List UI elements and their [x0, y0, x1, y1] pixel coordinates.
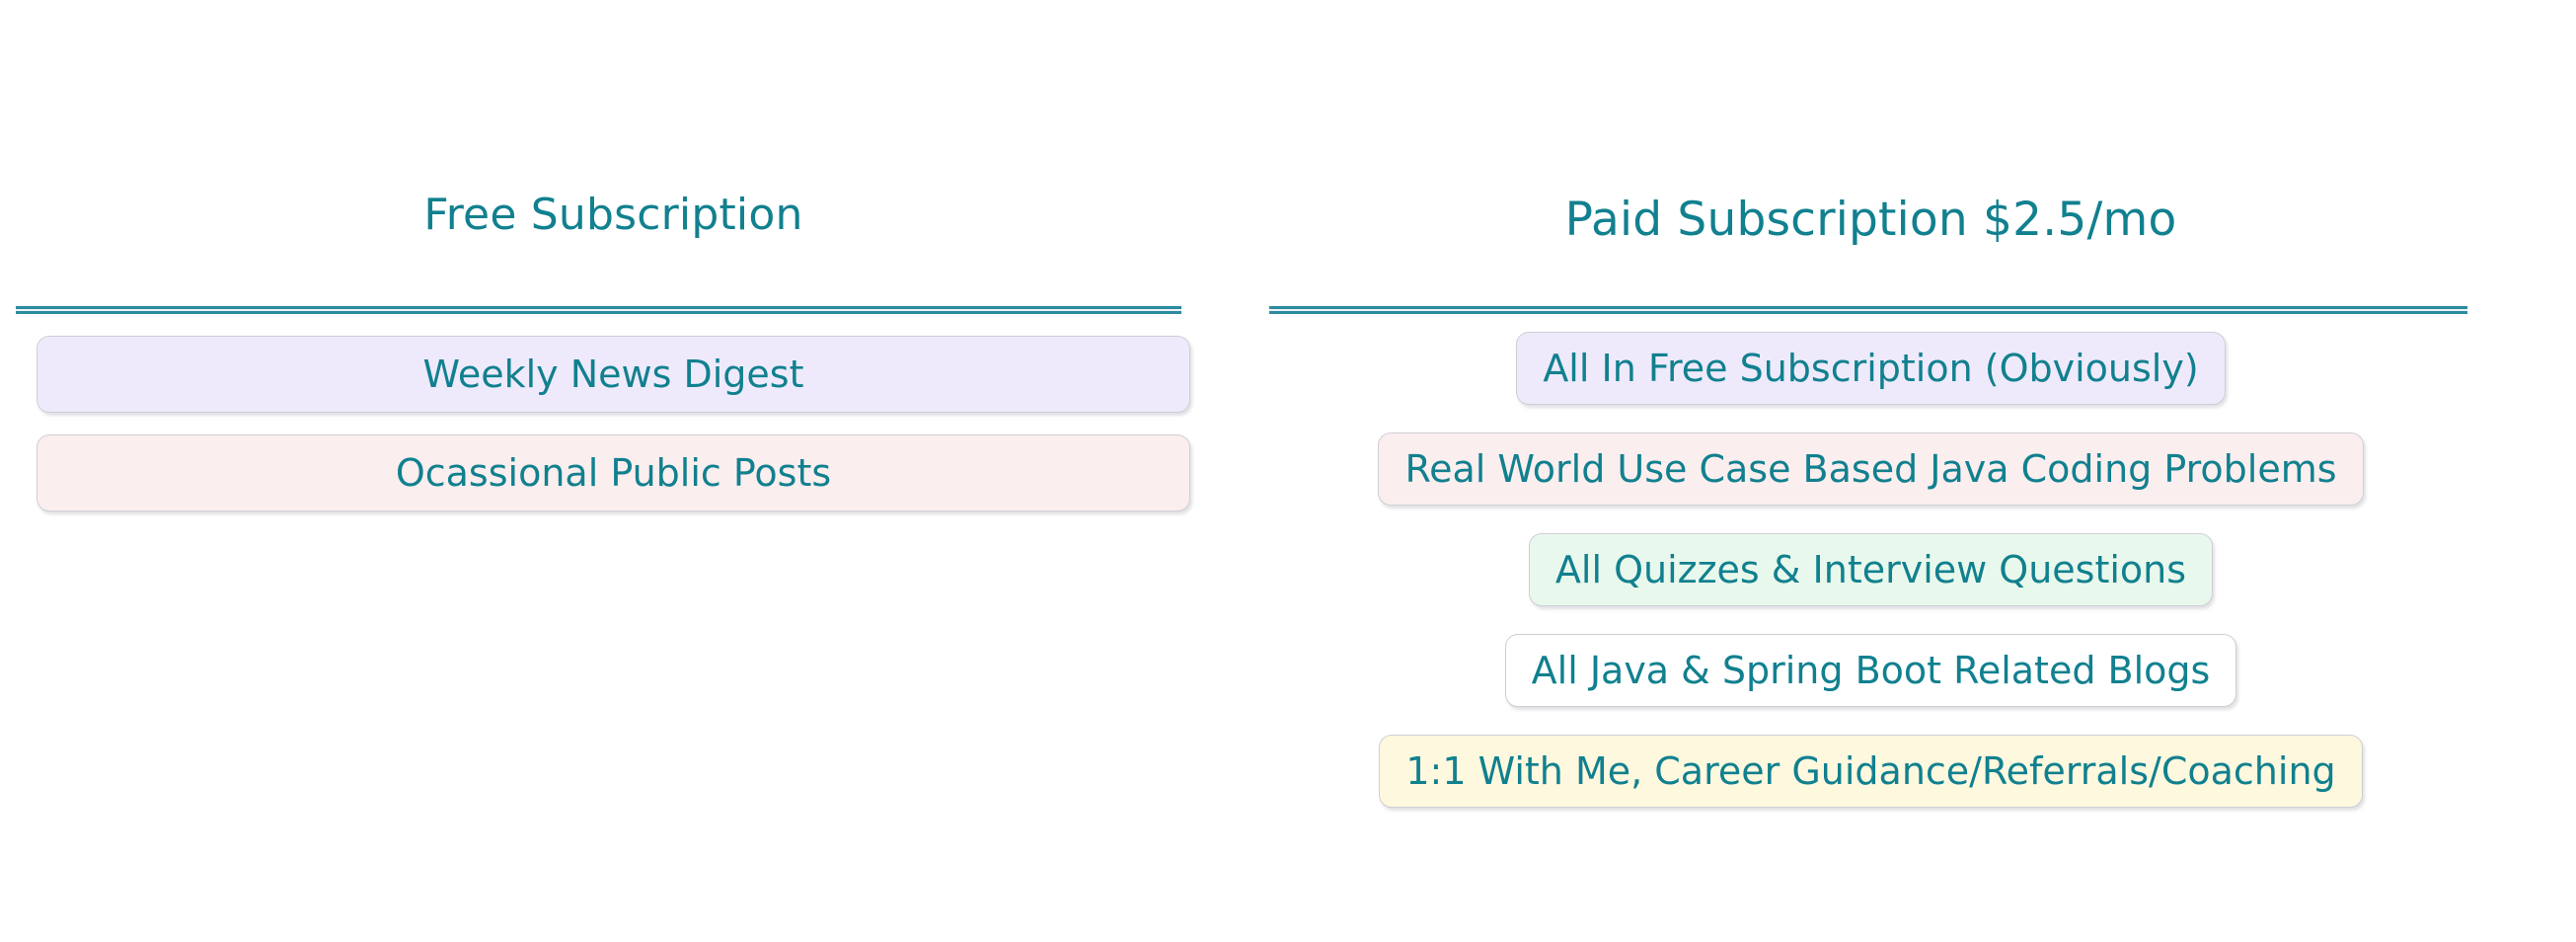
- paid-subscription-column: Paid Subscription $2.5/mo All In Free Su…: [1237, 0, 2576, 942]
- paid-plan-title: Paid Subscription $2.5/mo: [1564, 193, 2177, 247]
- paid-feature-pill[interactable]: All Quizzes & Interview Questions: [1528, 533, 2214, 606]
- paid-feature-pill[interactable]: 1:1 With Me, Career Guidance/Referrals/C…: [1379, 735, 2363, 808]
- free-feature-pill[interactable]: Ocassional Public Posts: [37, 434, 1190, 511]
- paid-plan-divider: [1269, 306, 2467, 314]
- paid-feature-pill[interactable]: All In Free Subscription (Obviously): [1516, 332, 2226, 405]
- free-subscription-column: Free Subscription Weekly News Digest Oca…: [0, 0, 1237, 942]
- free-plan-divider: [16, 306, 1181, 314]
- paid-feature-pill[interactable]: All Java & Spring Boot Related Blogs: [1504, 634, 2237, 707]
- paid-plan-feature-list: All In Free Subscription (Obviously) Rea…: [1274, 332, 2467, 808]
- paid-feature-pill[interactable]: Real World Use Case Based Java Coding Pr…: [1378, 432, 2364, 506]
- free-plan-title: Free Subscription: [423, 190, 803, 240]
- free-plan-feature-list: Weekly News Digest Ocassional Public Pos…: [28, 336, 1199, 511]
- free-feature-pill[interactable]: Weekly News Digest: [37, 336, 1190, 413]
